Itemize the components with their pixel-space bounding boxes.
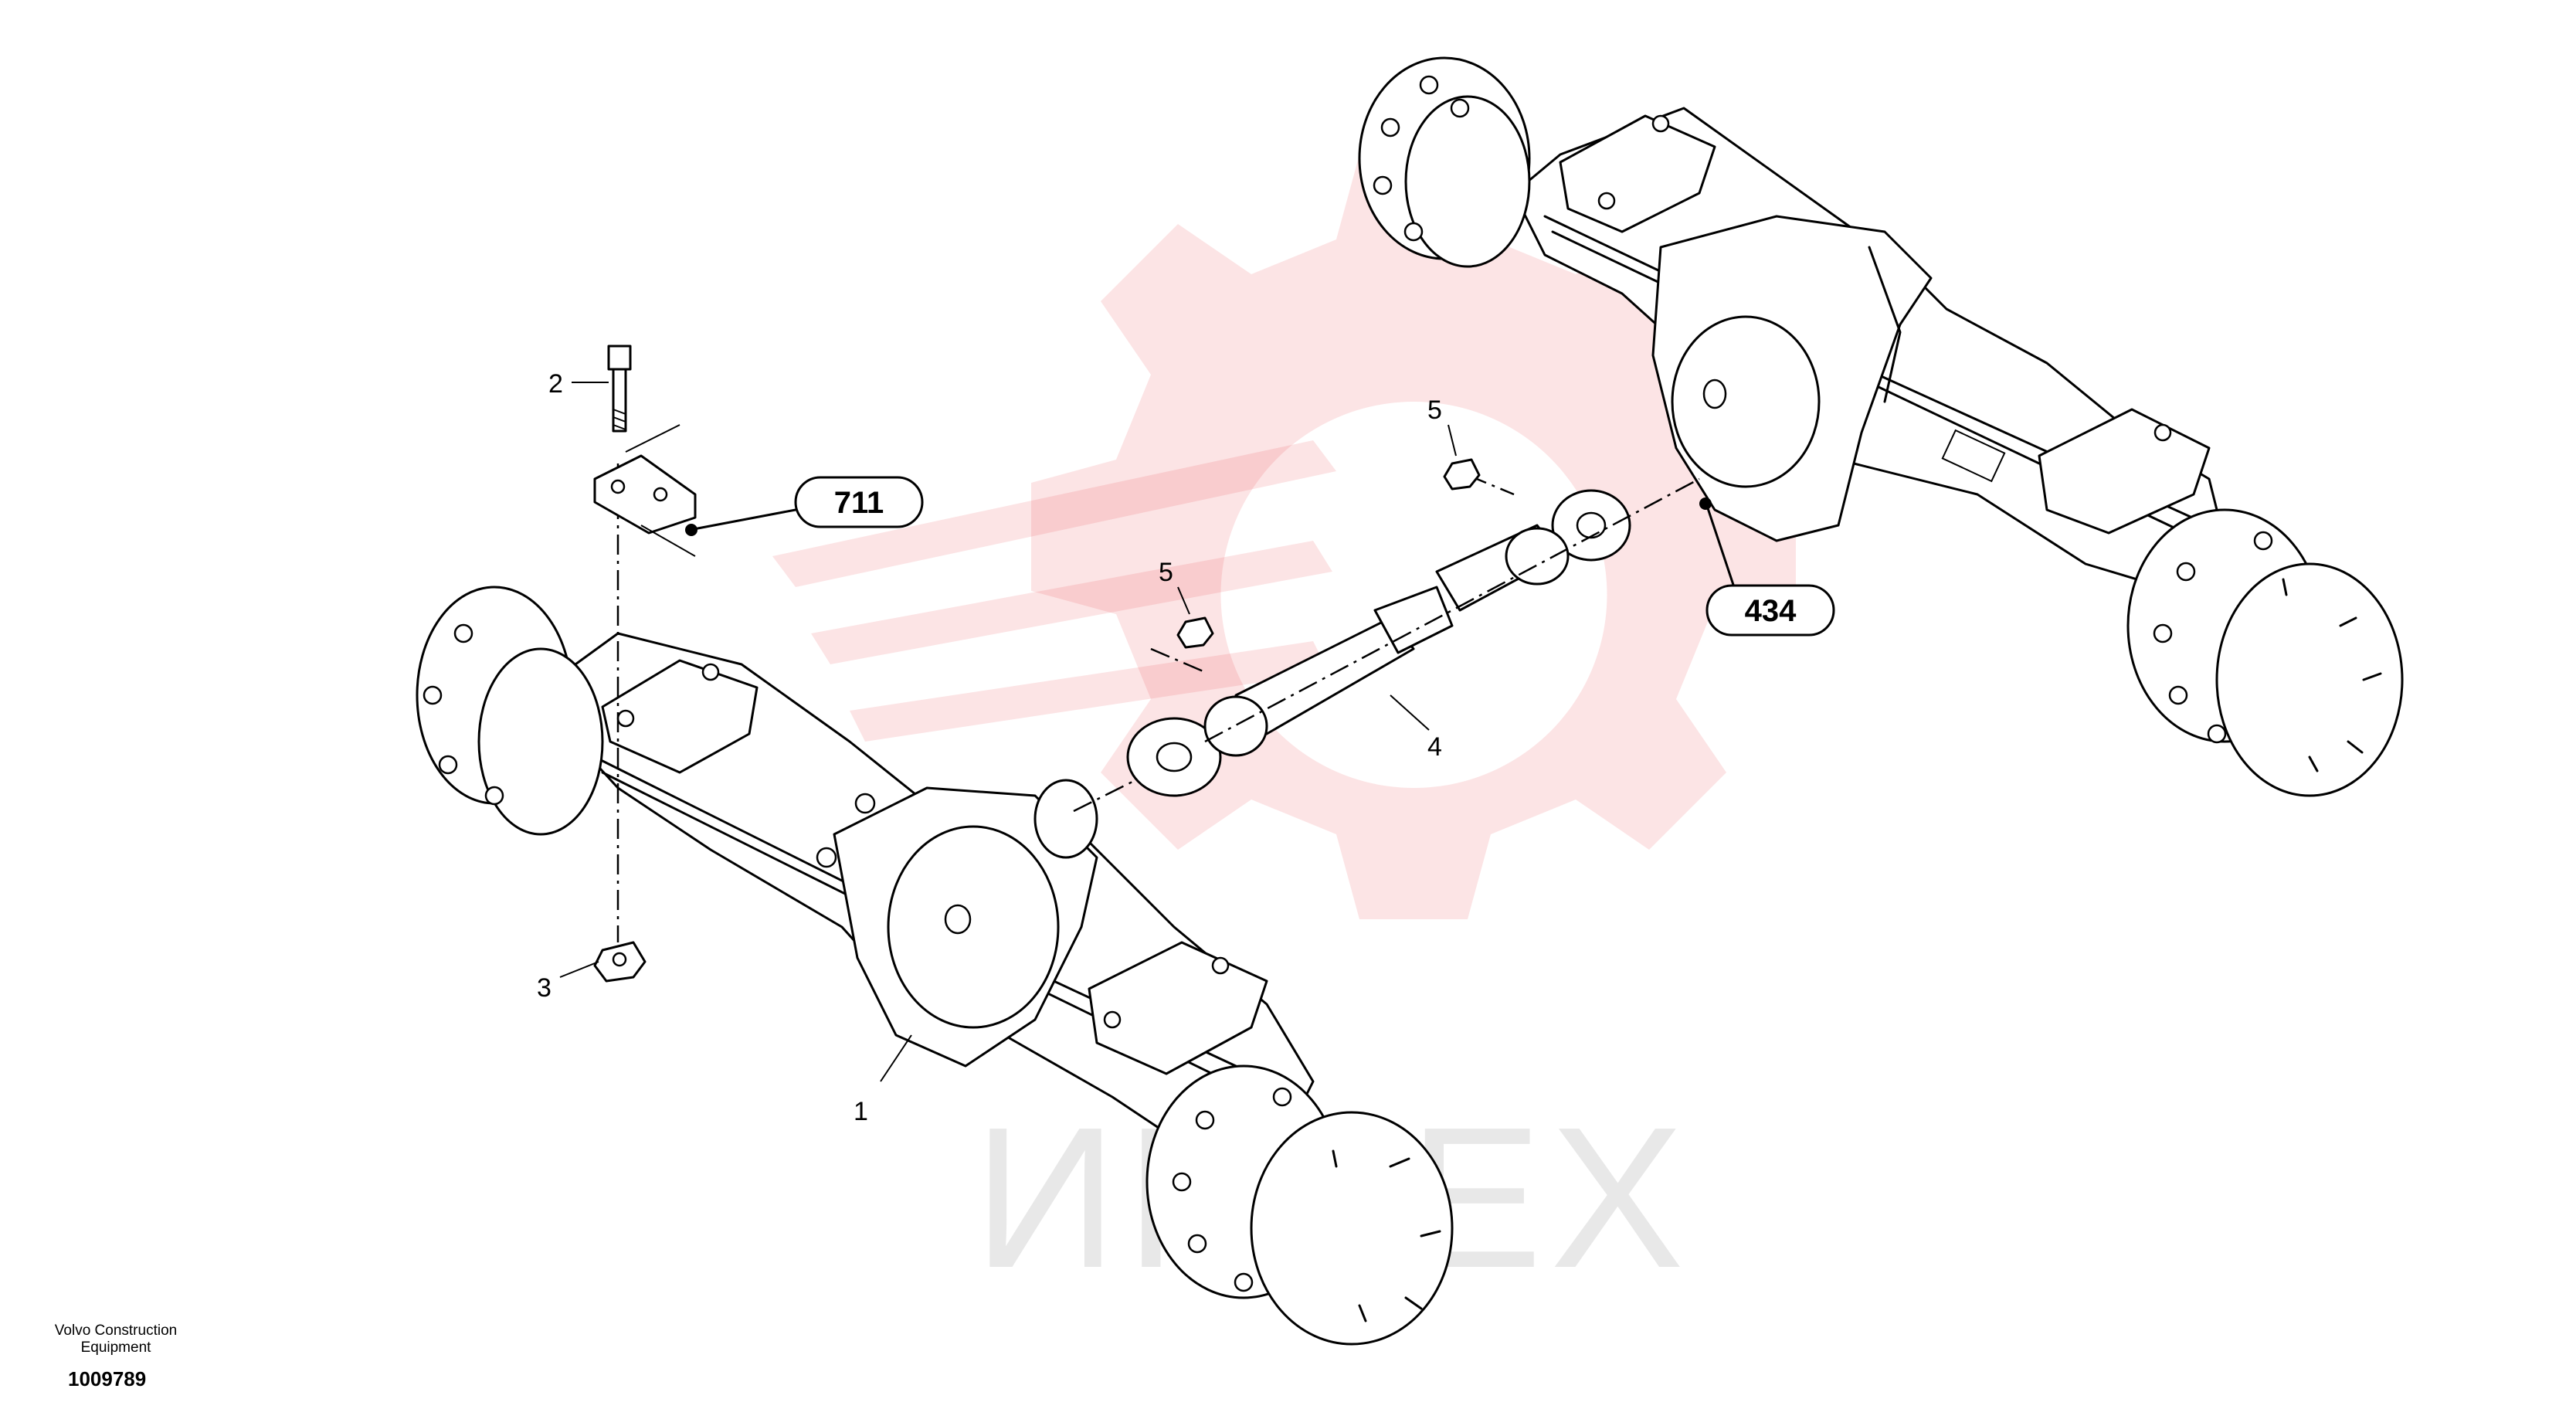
front-axle [416,586,1454,1346]
bolt [607,345,632,433]
reference-434: 434 [1699,497,1835,637]
mounting-plate [593,454,697,535]
centerline-nut-5a [1150,647,1206,674]
drive-shaft-rear [1435,489,1631,612]
svg-text:5: 5 [1159,558,1173,587]
callout-2: 2 [548,369,609,399]
svg-text:711: 711 [834,486,884,520]
company-line-2: Equipment [80,1339,151,1356]
rear-axle [1358,56,2404,797]
centerline-shaft [1073,477,1700,813]
callout-5b: 5 [1427,396,1457,457]
reference-711: 711 [685,476,924,536]
svg-text:2: 2 [548,369,563,399]
svg-text:3: 3 [537,973,552,1003]
svg-text:5: 5 [1427,396,1442,425]
company-line-1: Volvo Construction [54,1322,178,1339]
svg-text:4: 4 [1427,732,1442,762]
callout-4: 4 [1390,694,1442,762]
drive-shaft-front [1033,586,1454,859]
nut-item-5a [1176,616,1214,649]
svg-text:434: 434 [1745,594,1797,628]
drawing-number: 1009789 [68,1367,147,1390]
callout-5a: 5 [1159,558,1190,615]
svg-text:1: 1 [854,1097,868,1126]
company-name: Volvo Construction Equipment [23,1322,209,1356]
callout-3: 3 [537,961,599,1003]
callout-1: 1 [854,1034,912,1126]
nut-item-5b [1443,458,1481,491]
